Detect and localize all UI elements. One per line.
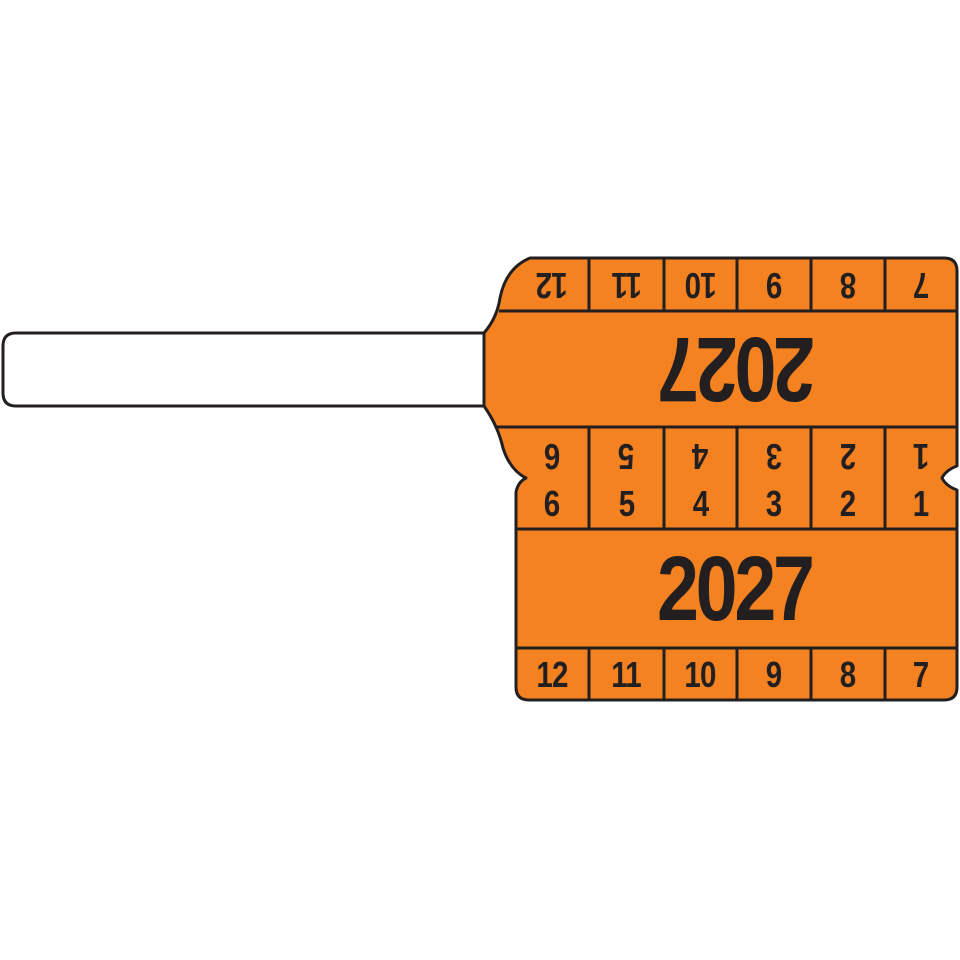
month-cell-bottom-9: 9 <box>737 650 811 700</box>
month-cell-mid-inv-2: 2 <box>811 432 885 480</box>
month-cell-bottom-7: 7 <box>885 650 957 700</box>
top-row-dividers <box>587 258 887 311</box>
month-cell-top-11: 11 <box>589 259 664 311</box>
month-cell-bottom-11: 11 <box>589 650 664 700</box>
month-label: 4 <box>692 436 709 477</box>
bottom-row-dividers <box>587 648 887 700</box>
month-label: 9 <box>766 265 782 306</box>
year-text: 2027 <box>657 537 815 640</box>
month-cell-mid-2: 2 <box>811 480 885 528</box>
attachment-strip <box>1 331 484 408</box>
month-cell-mid-inv-4: 4 <box>664 432 737 480</box>
month-label: 2 <box>840 436 856 477</box>
month-label: 6 <box>544 483 560 524</box>
month-label: 8 <box>840 265 856 306</box>
year-text: 2027 <box>660 318 815 421</box>
month-cell-mid-5: 5 <box>589 480 664 528</box>
month-label: 1 <box>913 436 929 477</box>
month-label: 2 <box>840 483 856 524</box>
month-cell-bottom-10: 10 <box>664 650 737 700</box>
month-cell-top-8: 8 <box>811 259 885 311</box>
month-label: 10 <box>684 654 717 695</box>
month-cell-top-10: 10 <box>664 259 737 311</box>
month-cell-top-7: 7 <box>885 259 957 311</box>
month-label: 7 <box>913 654 929 695</box>
month-label: 3 <box>766 436 782 477</box>
month-cell-mid-inv-6: 6 <box>515 432 589 480</box>
month-label: 11 <box>611 265 642 306</box>
month-label: 11 <box>611 654 642 695</box>
month-label: 7 <box>913 265 929 306</box>
month-label: 9 <box>766 654 782 695</box>
month-cell-mid-4: 4 <box>664 480 737 528</box>
month-label: 12 <box>536 654 569 695</box>
month-label: 1 <box>913 483 929 524</box>
month-cell-top-12: 12 <box>515 259 589 311</box>
month-label: 4 <box>692 483 709 524</box>
month-cell-mid-inv-1: 1 <box>885 432 957 480</box>
month-cell-mid-1: 1 <box>885 480 957 528</box>
month-label: 10 <box>684 265 717 306</box>
month-label: 12 <box>536 265 568 306</box>
month-label: 3 <box>766 483 782 524</box>
month-cell-bottom-8: 8 <box>811 650 885 700</box>
month-cell-mid-6: 6 <box>515 480 589 528</box>
month-label: 6 <box>544 436 560 477</box>
middle-row-dividers <box>587 427 887 529</box>
month-label: 8 <box>840 654 856 695</box>
year-label-inverted: 2027 <box>500 311 960 427</box>
month-cell-mid-inv-3: 3 <box>737 432 811 480</box>
month-label: 5 <box>618 436 635 477</box>
tag-body <box>482 256 959 702</box>
month-cell-top-9: 9 <box>737 259 811 311</box>
year-label: 2027 <box>497 530 960 648</box>
month-cell-mid-inv-5: 5 <box>589 432 664 480</box>
month-label: 5 <box>618 483 635 524</box>
month-cell-mid-3: 3 <box>737 480 811 528</box>
month-cell-bottom-12: 12 <box>516 650 589 700</box>
